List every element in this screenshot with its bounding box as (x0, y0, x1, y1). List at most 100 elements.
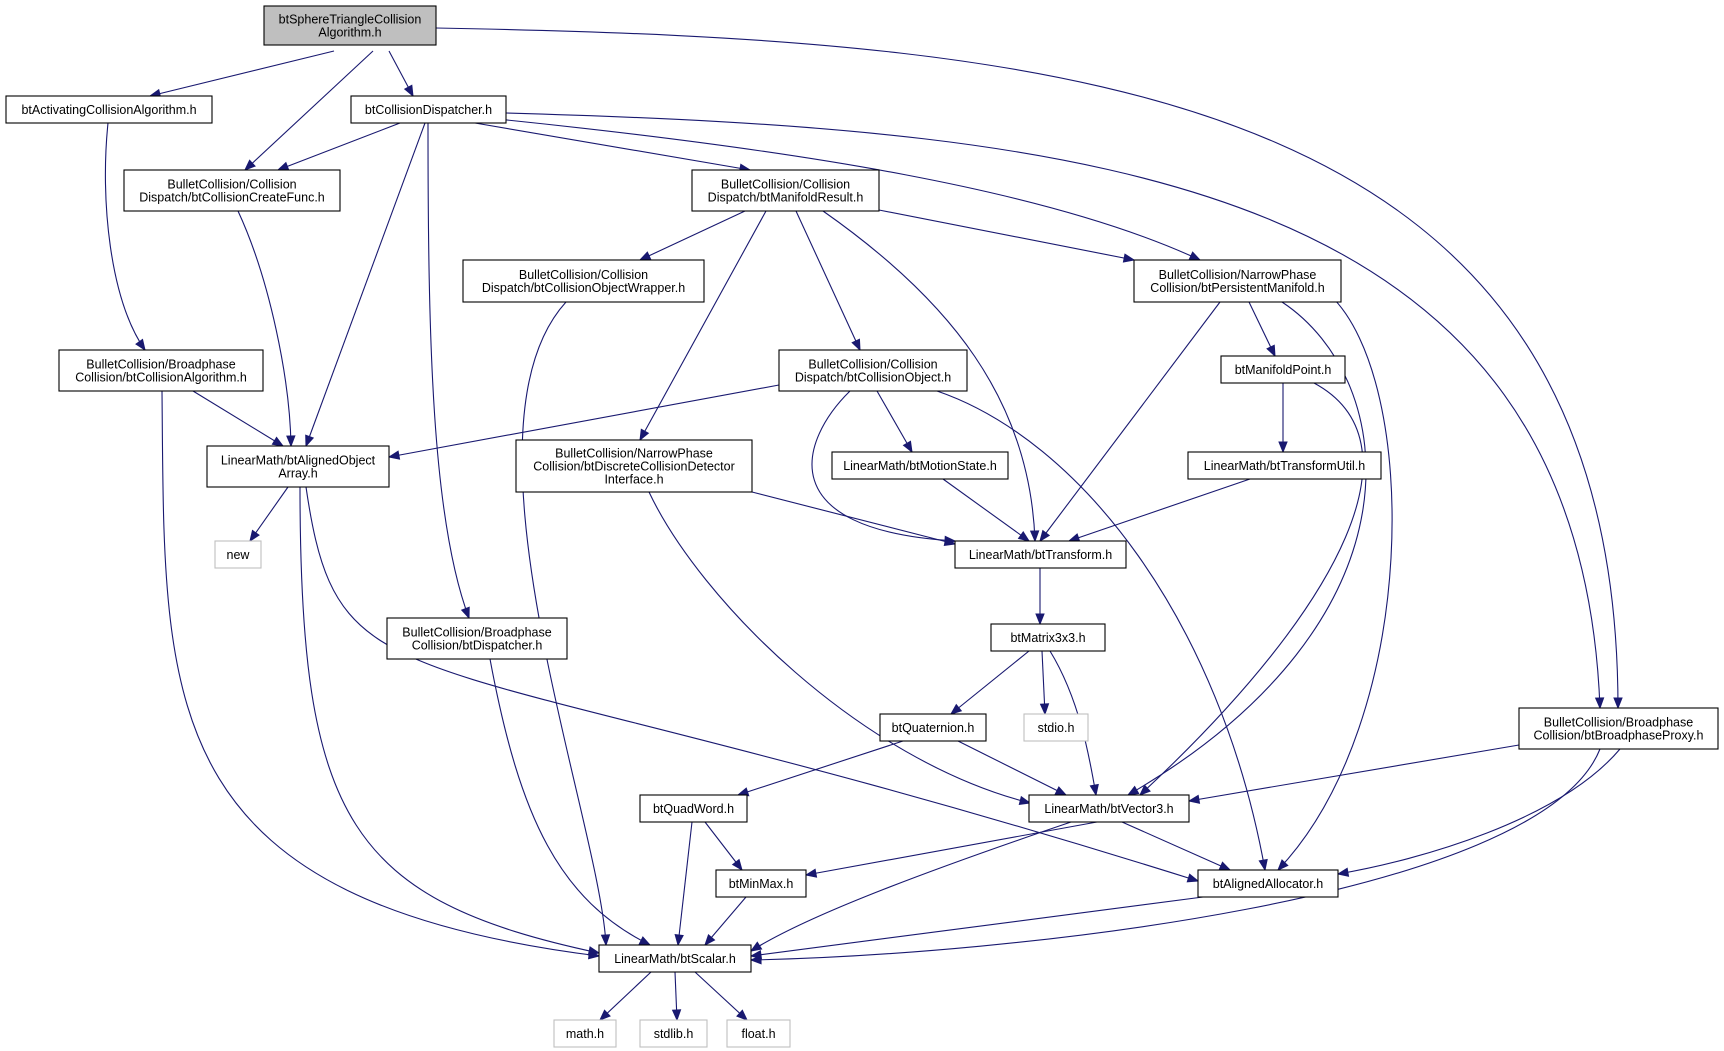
edge-transform-to-matrix (1035, 568, 1045, 626)
edge-manifoldresult-to-persistent (878, 209, 1136, 263)
edge-colobject-to-alignedarray (387, 384, 780, 460)
node-label-line: Dispatch/btCollisionObjectWrapper.h (482, 281, 685, 295)
edge-line (750, 896, 1204, 957)
node-broadphaseproxy[interactable]: BulletCollision/BroadphaseCollision/btBr… (1518, 707, 1719, 750)
node-transform[interactable]: LinearMath/btTransform.h (954, 540, 1127, 569)
node-box (639, 794, 748, 823)
node-box (954, 540, 1127, 569)
edge-persistent-to-allocator (1277, 294, 1393, 871)
edge-vector3-to-minmax (804, 821, 1098, 878)
edge-dispatcher-to-alignedarray (305, 122, 426, 448)
arrowhead (1067, 533, 1081, 543)
edge-line (1041, 650, 1046, 715)
node-stdio[interactable]: stdio.h (1023, 713, 1089, 742)
node-box (778, 349, 968, 392)
edge-line (1337, 748, 1621, 875)
arrowhead (1122, 253, 1136, 263)
node-math[interactable]: math.h (553, 1019, 617, 1048)
node-colobject[interactable]: BulletCollision/CollisionDispatch/btColl… (778, 349, 968, 392)
node-label-line: BulletCollision/Collision (721, 178, 850, 192)
edge-broadphaseproxy-to-allocator (1336, 748, 1621, 877)
node-btdispatcher[interactable]: BulletCollision/BroadphaseCollision/btDi… (386, 617, 568, 660)
edge-line (388, 384, 780, 458)
node-allocator[interactable]: btAlignedAllocator.h (1197, 869, 1339, 898)
node-colalgo[interactable]: BulletCollision/BroadphaseCollision/btCo… (58, 349, 264, 392)
node-label-line: Interface.h (604, 473, 663, 487)
node-vector3[interactable]: LinearMath/btVector3.h (1028, 794, 1190, 823)
node-stdlib[interactable]: stdlib.h (639, 1019, 708, 1048)
edge-line (161, 390, 600, 957)
node-manifoldresult[interactable]: BulletCollision/CollisionDispatch/btMani… (691, 169, 880, 212)
edge-line (677, 821, 693, 946)
arrowhead (286, 435, 296, 448)
edge-layer (104, 27, 1623, 1022)
arrowhead (1187, 794, 1201, 804)
node-scalar[interactable]: LinearMath/btScalar.h (598, 944, 752, 973)
edge-dispatcher-to-manifoldresult (474, 122, 752, 173)
node-minmax[interactable]: btMinMax.h (715, 869, 807, 898)
arrowhead (638, 936, 652, 946)
node-box (386, 617, 568, 660)
edge-dispatcher-to-btdispatcher (427, 122, 470, 620)
node-box (1187, 451, 1382, 480)
edge-line (639, 210, 767, 441)
node-activating[interactable]: btActivatingCollisionAlgorithm.h (5, 95, 213, 124)
node-createfunc[interactable]: BulletCollision/CollisionDispatch/btColl… (123, 169, 341, 212)
node-label-line: math.h (566, 1027, 604, 1041)
node-label-line: Collision/btPersistentManifold.h (1150, 281, 1324, 295)
edge-manifoldresult-to-transform (822, 210, 1040, 543)
node-box (263, 5, 437, 46)
node-matrix[interactable]: btMatrix3x3.h (990, 623, 1106, 652)
node-quadword[interactable]: btQuadWord.h (639, 794, 748, 823)
node-label-line: stdio.h (1038, 721, 1075, 735)
node-label-line: stdlib.h (654, 1027, 694, 1041)
node-label-line: LinearMath/btAlignedObject (221, 454, 376, 468)
node-label-line: btMatrix3x3.h (1010, 631, 1085, 645)
edge-dispatcher-to-createfunc (276, 122, 401, 171)
node-label-line: Collision/btDiscreteCollisionDetector (533, 460, 734, 474)
arrowhead (135, 338, 146, 352)
edge-root-to-activating (148, 50, 335, 99)
node-box (1197, 869, 1339, 898)
arrowhead (943, 536, 957, 546)
edge-line (704, 896, 747, 946)
node-label-line: Array.h (278, 467, 317, 481)
node-discrete[interactable]: BulletCollision/NarrowPhaseCollision/btD… (515, 439, 753, 493)
edge-line (648, 491, 1031, 804)
node-transformutil[interactable]: LinearMath/btTransformUtil.h (1187, 451, 1382, 480)
edge-line (750, 821, 1072, 952)
node-motionstate[interactable]: LinearMath/btMotionState.h (831, 451, 1009, 480)
node-quaternion[interactable]: btQuaternion.h (879, 713, 987, 742)
arrowhead (1035, 613, 1045, 626)
node-label-line: LinearMath/btMotionState.h (843, 459, 997, 473)
edge-dispatcher-to-broadphaseproxy (505, 112, 1605, 710)
node-label-line: BulletCollision/NarrowPhase (1159, 268, 1317, 282)
node-label-line: LinearMath/btScalar.h (614, 952, 736, 966)
edge-line (795, 210, 861, 351)
arrowhead (1018, 795, 1032, 806)
edge-alignedarray-to-allocator (305, 486, 1200, 883)
edge-scalar-to-math (599, 971, 652, 1021)
arrowhead (1054, 786, 1068, 796)
node-manifoldpoint[interactable]: btManifoldPoint.h (1220, 355, 1346, 384)
node-new[interactable]: new (214, 540, 262, 569)
edge-colalgo-to-alignedarray (192, 390, 285, 447)
arrowhead (387, 450, 401, 460)
node-label-line: Dispatch/btCollisionObject.h (795, 371, 951, 385)
arrowhead (749, 941, 763, 952)
node-float[interactable]: float.h (726, 1019, 791, 1048)
arrowhead (1039, 703, 1050, 716)
arrowhead (949, 703, 963, 715)
arrowhead (1186, 873, 1200, 883)
edge-line (299, 486, 600, 954)
arrowhead (1089, 783, 1099, 797)
node-dispatcher[interactable]: btCollisionDispatcher.h (350, 95, 507, 124)
node-persistent[interactable]: BulletCollision/NarrowPhaseCollision/btP… (1133, 259, 1342, 303)
edge-line (435, 27, 1619, 709)
node-objwrapper[interactable]: BulletCollision/CollisionDispatch/btColl… (462, 259, 705, 303)
node-label-line: btActivatingCollisionAlgorithm.h (21, 103, 196, 117)
node-box (58, 349, 264, 392)
